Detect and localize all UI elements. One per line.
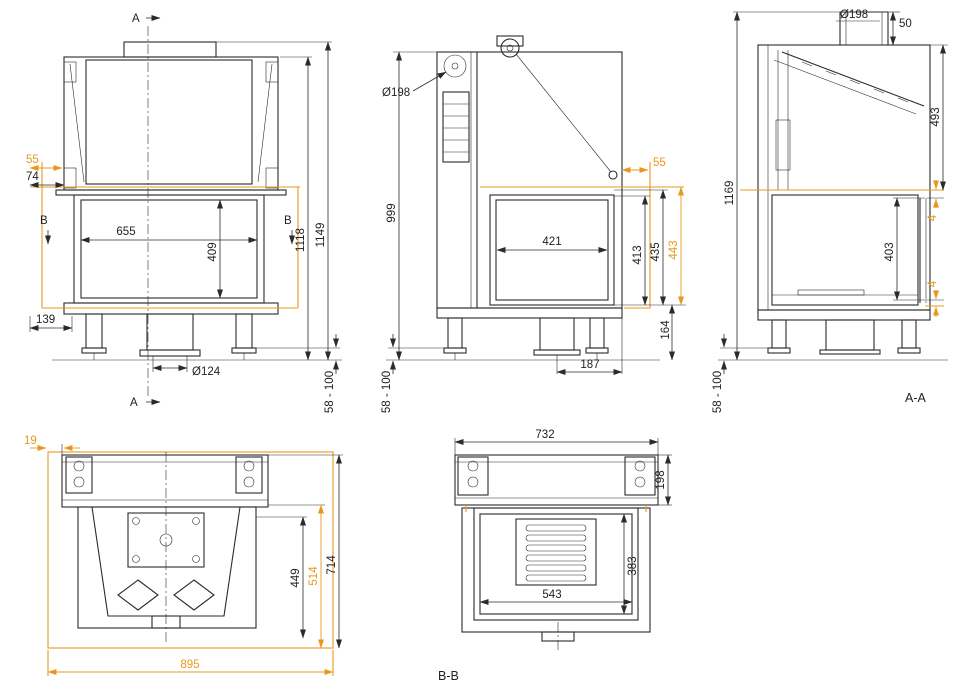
section-aa-label: A-A bbox=[905, 391, 927, 405]
plan-dim-depth-inner: 449 bbox=[290, 568, 302, 587]
front-view-outline bbox=[30, 26, 342, 396]
plan-view: 19 449 514 714 895 bbox=[24, 435, 343, 676]
plan-dim-depth-glass: 514 bbox=[308, 566, 320, 586]
plan-dim-depth-total: 714 bbox=[326, 555, 338, 575]
bb-dim-strip-depth: 198 bbox=[655, 470, 667, 489]
side-dim-flue-leader bbox=[412, 71, 447, 92]
side-view-outline bbox=[386, 35, 660, 361]
aa-dim-top-depth: 493 bbox=[930, 107, 942, 126]
plan-dim-width-total: 895 bbox=[180, 659, 199, 671]
aa-dim-leg-range: 58 - 100 bbox=[712, 371, 724, 413]
plan-dim-rear-gap: 19 bbox=[24, 435, 37, 447]
aa-dim-glass-height: 403 bbox=[884, 242, 896, 261]
aa-dim-flue: Ø198 bbox=[840, 9, 868, 21]
front-dim-frame-gap: 74 bbox=[26, 171, 39, 183]
section-bb-outline bbox=[454, 454, 659, 652]
front-section-a-bottom-label: A bbox=[130, 397, 138, 409]
side-dim-opening-height-1: 413 bbox=[632, 245, 644, 264]
aa-dim-gap-top: 4 bbox=[927, 214, 939, 221]
plan-view-outline bbox=[47, 451, 334, 649]
front-section-a-top-label: A bbox=[132, 13, 140, 25]
side-dim-base-height: 164 bbox=[660, 320, 672, 340]
section-aa-outline bbox=[718, 11, 948, 361]
section-bb-view: 732 198 383 543 B-B bbox=[438, 429, 672, 683]
side-dim-wall-gap: 55 bbox=[653, 157, 666, 169]
front-dim-base-depth: 139 bbox=[36, 314, 55, 326]
bb-dim-width-inner: 543 bbox=[542, 589, 561, 601]
bb-dim-width-top: 732 bbox=[535, 429, 554, 441]
side-dim-flue: Ø198 bbox=[382, 87, 410, 99]
front-dim-bottom-flue: Ø124 bbox=[192, 366, 221, 378]
front-view: A A B B 55 74 655 409 1118 1149 139 Ø124… bbox=[26, 13, 342, 413]
front-section-b-right-label: B bbox=[284, 215, 292, 227]
front-dim-opening-height: 409 bbox=[207, 242, 219, 261]
section-bb-label: B-B bbox=[438, 669, 459, 683]
side-dim-leg-range: 58 - 100 bbox=[381, 371, 393, 413]
front-dim-total-height: 1149 bbox=[315, 223, 327, 248]
aa-dim-gap-bottom: 4 bbox=[927, 280, 939, 287]
front-dim-opening-width: 655 bbox=[116, 226, 135, 238]
aa-dim-total-height: 1169 bbox=[724, 181, 736, 206]
front-dim-body-height: 1118 bbox=[295, 228, 307, 252]
side-dim-opening-height-2: 435 bbox=[650, 242, 662, 261]
side-dim-body-height: 999 bbox=[386, 203, 398, 222]
bb-dim-depth-inner: 383 bbox=[627, 556, 639, 575]
side-dim-flue-offset: 187 bbox=[580, 359, 599, 371]
side-view: Ø198 999 55 421 413 435 443 164 187 58 -… bbox=[381, 35, 686, 413]
aa-dim-collar-height: 50 bbox=[899, 18, 912, 30]
front-dim-wall-gap: 55 bbox=[26, 154, 39, 166]
front-dim-leg-range: 58 - 100 bbox=[324, 371, 336, 413]
side-dim-opening-height-3: 443 bbox=[668, 240, 680, 259]
side-dim-opening-width: 421 bbox=[542, 236, 561, 248]
front-section-b-left-label: B bbox=[40, 215, 48, 227]
section-aa-view: Ø198 50 493 1169 4 403 4 58 - 100 A-A bbox=[712, 9, 948, 413]
